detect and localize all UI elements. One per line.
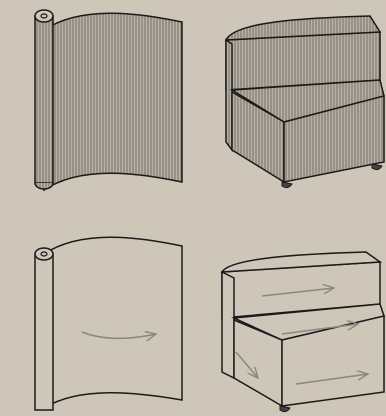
armchair-with-direction-arrows bbox=[222, 252, 384, 412]
roll-cylinder-plain bbox=[35, 254, 53, 410]
fabric-roll-vertical-stripes bbox=[35, 10, 182, 190]
roll-cylinder bbox=[35, 16, 53, 183]
chair-left-side-plain bbox=[222, 272, 234, 378]
roll-end-cap-plain bbox=[35, 248, 53, 260]
fabric-sheet-plain bbox=[44, 237, 182, 408]
fabric-roll-with-direction-arrow bbox=[35, 237, 182, 410]
roll-bottom bbox=[35, 183, 53, 189]
chair-left-side bbox=[226, 40, 232, 150]
fabric-sheet bbox=[44, 13, 182, 190]
roll-end-cap bbox=[35, 10, 53, 22]
chair-foot-left-plain bbox=[280, 406, 290, 412]
chair-foot-left bbox=[282, 182, 292, 188]
chair-foot-right bbox=[372, 164, 382, 170]
armchair-vertical-stripes bbox=[226, 16, 384, 188]
